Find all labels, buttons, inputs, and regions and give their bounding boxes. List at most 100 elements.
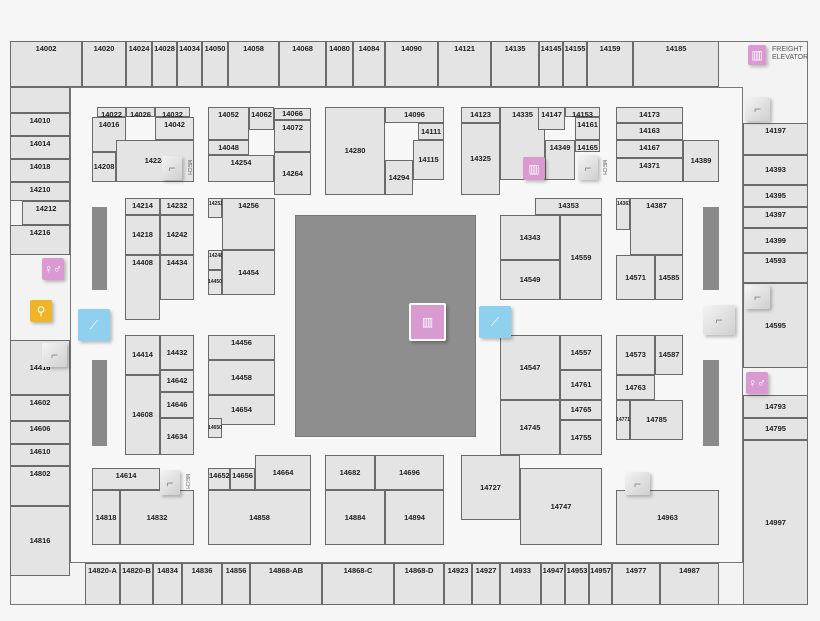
store-unit[interactable]: 14408 xyxy=(125,255,160,320)
escalator-icon[interactable]: ⟋ xyxy=(78,309,110,341)
store-unit[interactable]: 14020 xyxy=(82,41,126,87)
store-unit[interactable]: 14024 xyxy=(126,41,152,87)
store-unit[interactable]: 14123 xyxy=(461,107,500,123)
store-unit[interactable]: 14818 xyxy=(92,490,120,545)
stairs-icon[interactable]: ⌐ xyxy=(745,97,770,121)
store-unit[interactable]: 14165 xyxy=(575,140,600,152)
restroom-icon[interactable]: ♀♂ xyxy=(746,372,768,394)
store-unit[interactable]: 14608 xyxy=(125,375,160,455)
store-unit[interactable]: 14096 xyxy=(385,107,444,123)
stairs-icon[interactable]: ⌐ xyxy=(162,156,182,180)
store-unit[interactable]: 14252 xyxy=(208,198,223,218)
store-unit[interactable]: 14248 xyxy=(208,250,223,270)
store-unit[interactable]: 14793 xyxy=(743,395,808,418)
store-unit[interactable]: 14026 xyxy=(126,107,155,118)
store-unit[interactable]: 14173 xyxy=(616,107,683,123)
store-unit[interactable]: 14090 xyxy=(385,41,438,87)
store-unit[interactable]: 14048 xyxy=(208,140,249,155)
store-unit[interactable]: 14343 xyxy=(500,215,560,260)
store-unit[interactable]: 14602 xyxy=(10,395,70,421)
store-unit[interactable]: 14987 xyxy=(660,563,719,605)
store-unit[interactable]: 14147 xyxy=(538,107,565,130)
store-unit[interactable]: 14208 xyxy=(92,152,116,182)
store-unit[interactable]: 14416 xyxy=(10,340,70,395)
stairs-icon[interactable]: ⌐ xyxy=(578,155,598,180)
store-unit[interactable]: 14656 xyxy=(230,468,255,490)
store-unit[interactable]: 14224 xyxy=(116,140,194,182)
store-unit[interactable]: 14761 xyxy=(560,370,602,400)
store-unit[interactable]: 14745 xyxy=(500,400,560,455)
store-unit[interactable]: 14264 xyxy=(274,152,311,195)
store-unit[interactable]: 14256 xyxy=(222,198,275,250)
stairs-icon[interactable]: ⌐ xyxy=(42,343,67,367)
store-unit[interactable]: 14573 xyxy=(616,335,655,375)
store-unit[interactable]: 14280 xyxy=(325,107,385,195)
store-unit[interactable]: 14159 xyxy=(587,41,633,87)
store-unit[interactable]: 14161 xyxy=(575,117,600,140)
store-unit[interactable]: 14571 xyxy=(616,255,655,300)
store-unit[interactable]: 14454 xyxy=(222,250,275,295)
stairs-icon[interactable]: ⌐ xyxy=(625,472,650,495)
store-unit[interactable]: 14593 xyxy=(743,253,808,283)
store-unit[interactable]: 14050 xyxy=(202,41,228,87)
store-unit[interactable]: 14646 xyxy=(160,392,194,418)
store-unit[interactable]: 14947 xyxy=(541,563,565,605)
store-unit[interactable]: 14559 xyxy=(560,215,602,300)
stairs-icon[interactable]: ⌐ xyxy=(703,305,735,335)
store-unit[interactable]: 14028 xyxy=(152,41,177,87)
store-unit[interactable]: 14121 xyxy=(438,41,491,87)
store-unit[interactable]: 14197 xyxy=(743,123,808,155)
store-unit[interactable]: 14042 xyxy=(155,117,194,140)
store-unit[interactable]: 14549 xyxy=(500,260,560,300)
store-unit[interactable]: 14927 xyxy=(472,563,500,605)
store-unit[interactable]: 14353 xyxy=(535,198,602,215)
store-unit[interactable]: 14765 xyxy=(560,400,602,420)
store-unit[interactable]: 14836 xyxy=(182,563,222,605)
store-unit[interactable]: 14682 xyxy=(325,455,375,490)
store-unit[interactable]: 14434 xyxy=(160,255,194,300)
store-unit[interactable]: 14111 xyxy=(418,123,444,140)
store-unit[interactable]: 14218 xyxy=(125,215,160,255)
store-unit[interactable]: 14058 xyxy=(228,41,279,87)
store-unit[interactable]: 14771 xyxy=(616,400,630,440)
store-unit[interactable]: 14610 xyxy=(10,444,70,466)
store-unit[interactable]: 14432 xyxy=(160,335,194,370)
store-unit[interactable]: 14585 xyxy=(655,255,683,300)
store-unit[interactable]: 14547 xyxy=(500,335,560,400)
store-unit[interactable]: 14052 xyxy=(208,107,249,140)
family-restroom-icon[interactable]: ⚲ xyxy=(30,300,52,322)
store-unit[interactable]: 14066 xyxy=(274,108,311,120)
store-unit[interactable]: 14084 xyxy=(353,41,385,87)
store-unit[interactable]: 14642 xyxy=(160,370,194,392)
store-unit[interactable]: 14167 xyxy=(616,140,683,158)
store-unit[interactable]: 14216 xyxy=(10,225,70,255)
store-unit[interactable]: 14135 xyxy=(491,41,539,87)
store-unit[interactable]: 14387 xyxy=(630,198,683,255)
store-unit[interactable]: 14820-A xyxy=(85,563,120,605)
store-unit[interactable]: 14868-C xyxy=(322,563,394,605)
store-unit[interactable]: 14820-B xyxy=(120,563,153,605)
store-unit[interactable]: 14212 xyxy=(22,201,70,225)
store-unit[interactable]: 14399 xyxy=(743,228,808,253)
store-unit[interactable]: 14834 xyxy=(153,563,182,605)
store-unit[interactable]: 14933 xyxy=(500,563,541,605)
store-unit[interactable]: 14393 xyxy=(743,155,808,185)
store-unit[interactable]: 14242 xyxy=(160,215,194,255)
store-unit[interactable]: 14997 xyxy=(743,440,808,605)
store-unit[interactable]: 14010 xyxy=(10,113,70,136)
store-unit[interactable]: 14115 xyxy=(413,140,444,180)
restroom-icon[interactable]: ♀♂ xyxy=(42,258,64,280)
escalator-icon[interactable]: ⟋ xyxy=(479,306,511,338)
store-unit[interactable]: 14210 xyxy=(10,182,70,201)
store-unit[interactable]: 14414 xyxy=(125,335,160,375)
store-unit[interactable]: 14856 xyxy=(222,563,250,605)
store-unit[interactable]: 14923 xyxy=(444,563,472,605)
store-unit[interactable]: 14614 xyxy=(92,468,160,490)
store-unit[interactable]: 14450 xyxy=(208,270,222,295)
store-unit[interactable]: 14325 xyxy=(461,123,500,195)
store-unit[interactable]: 14155 xyxy=(563,41,587,87)
store-unit[interactable]: 14458 xyxy=(208,360,275,395)
store-unit[interactable]: 14816 xyxy=(10,506,70,576)
store-unit[interactable]: 14254 xyxy=(208,155,274,182)
store-unit[interactable]: 14397 xyxy=(743,207,808,228)
